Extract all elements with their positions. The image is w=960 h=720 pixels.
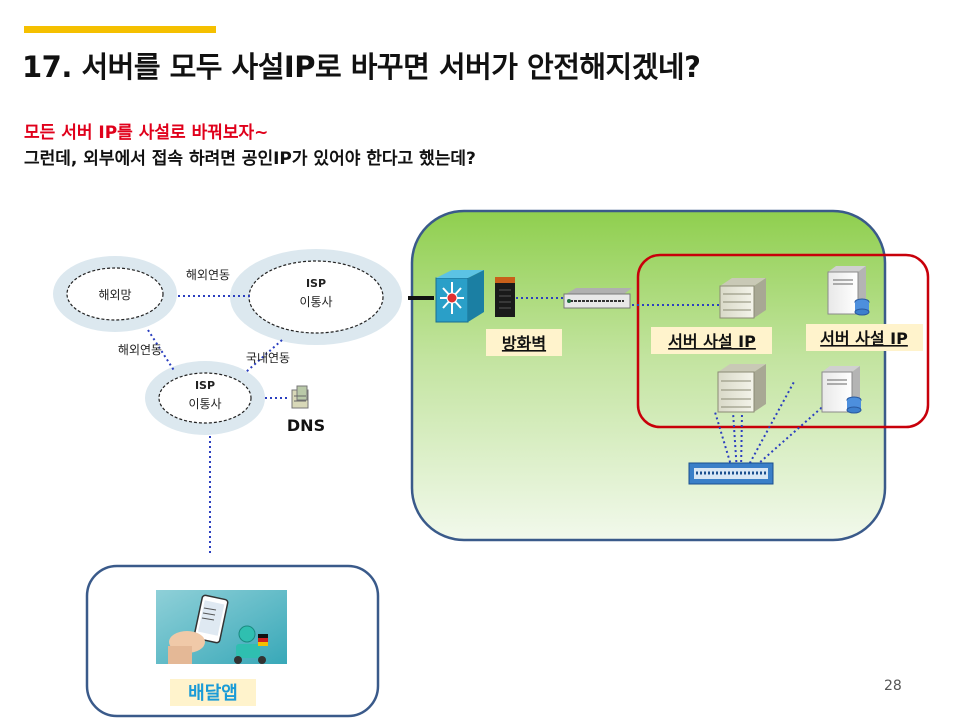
- firewall-icon: [495, 277, 515, 317]
- firewall-label: 방화벽: [502, 334, 546, 353]
- delivery-app-label-bg: [170, 679, 256, 706]
- dns-label: DNS: [287, 416, 325, 435]
- isp-bottom-label-2: 이통사: [188, 397, 221, 411]
- overseas-net-label: 해외망: [98, 288, 131, 302]
- rack-switch-icon: [563, 288, 632, 309]
- subtitle-red: 모든 서버 IP를 사설로 바꿔보자~: [24, 123, 269, 143]
- server-rack-icon-1: [719, 278, 766, 319]
- firewall-label-bg: [486, 329, 562, 356]
- server-private-ip-1-label: 서버 사설 IP: [668, 332, 756, 351]
- slide-title: 17. 서버를 모두 사설IP로 바꾸면 서버가 안전해지겠네?: [22, 50, 701, 84]
- database-server-icon-1: [827, 266, 870, 316]
- domestic-link-label: 국내연동: [246, 351, 290, 365]
- delivery-app-image: [156, 590, 287, 664]
- page-number: 28: [884, 678, 902, 694]
- overseas-network-cloud: [53, 256, 177, 332]
- network-switch-icon: [688, 462, 774, 485]
- isp-top-label-2: 이통사: [299, 295, 332, 309]
- delivery-app-label: 배달앱: [188, 683, 238, 704]
- internal-network-zone: [410, 209, 887, 542]
- dns-server-icon: [291, 385, 309, 409]
- server-private-ip-2-label: 서버 사설 IP: [820, 329, 908, 348]
- server-private-ip-1-bg: [651, 327, 772, 354]
- isp-top-label-1: ISP: [306, 277, 326, 290]
- isp-bottom-cloud: [145, 361, 265, 435]
- title-accent-bar: [24, 26, 216, 33]
- overseas-link-left-label: 해외연동: [118, 343, 162, 357]
- database-server-icon-2: [821, 366, 862, 414]
- subtitle-question: 그런데, 외부에서 접속 하려면 공인IP가 있어야 한다고 했는데?: [24, 149, 476, 169]
- private-server-zone: [636, 253, 930, 429]
- isp-top-cloud: [230, 249, 402, 345]
- network-links: [147, 295, 829, 556]
- isp-bottom-label-1: ISP: [195, 379, 215, 392]
- router-icon: [435, 270, 484, 323]
- server-private-ip-2-bg: [806, 324, 923, 351]
- overseas-link-top-label: 해외연동: [186, 268, 230, 282]
- server-rack-icon-2: [717, 364, 766, 413]
